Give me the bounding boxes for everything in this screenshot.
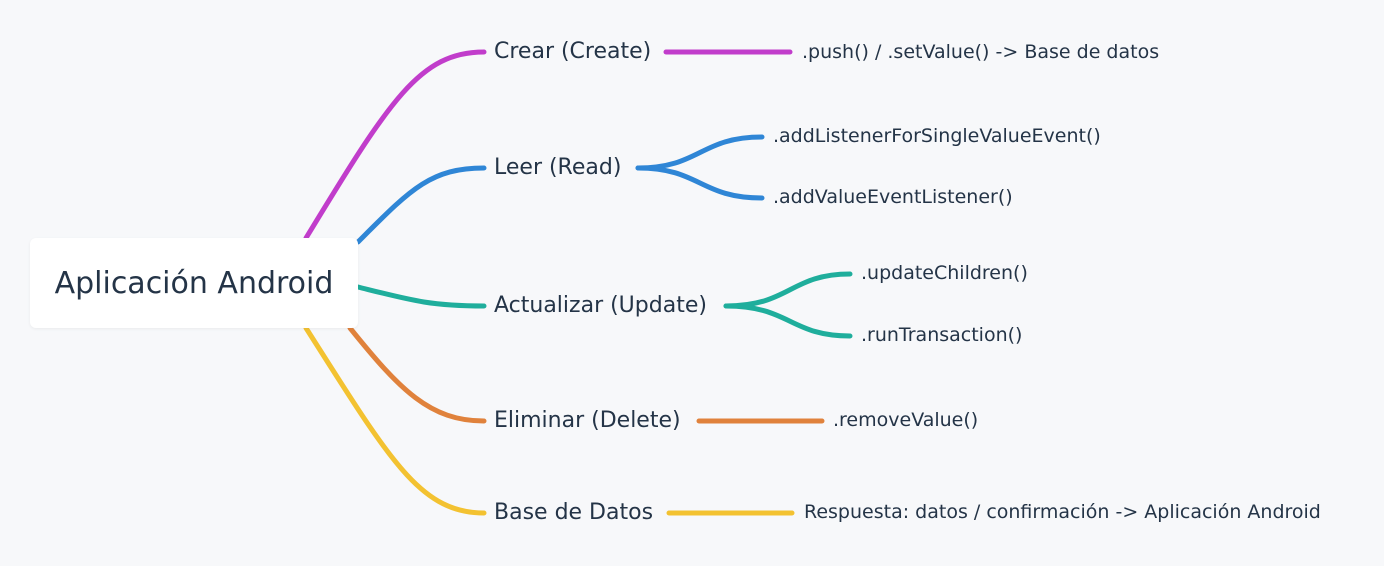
branch-read[interactable]: Leer (Read): [494, 155, 622, 180]
leaf-read-single-value[interactable]: .addListenerForSingleValueEvent(): [773, 125, 1101, 147]
leaf-database-response[interactable]: Respuesta: datos / confirmación -> Aplic…: [804, 501, 1321, 523]
leaf-update-transaction[interactable]: .runTransaction(): [861, 324, 1023, 346]
connector-update-leaf-1: [723, 271, 853, 309]
connector-update: [355, 284, 487, 309]
connector-read-leaf-1: [635, 134, 765, 171]
branch-delete[interactable]: Eliminar (Delete): [494, 408, 681, 433]
branch-create[interactable]: Crear (Create): [494, 39, 652, 64]
connector-read-leaf-2: [635, 165, 765, 201]
connector-delete: [347, 325, 487, 424]
branch-database[interactable]: Base de Datos: [494, 500, 654, 525]
root-node[interactable]: Aplicación Android: [30, 238, 358, 328]
leaf-delete-remove-value[interactable]: .removeValue(): [833, 409, 979, 431]
connector-create: [303, 49, 487, 241]
branch-update[interactable]: Actualizar (Update): [494, 293, 707, 318]
root-node-label: Aplicación Android: [54, 265, 334, 301]
connector-database: [303, 325, 487, 516]
connector-update-leaf-2: [723, 303, 853, 339]
connector-read: [355, 165, 487, 245]
leaf-create-push-setvalue[interactable]: .push() / .setValue() -> Base de datos: [802, 41, 1160, 63]
leaf-update-children[interactable]: .updateChildren(): [861, 262, 1028, 284]
leaf-read-value-listener[interactable]: .addValueEventListener(): [773, 186, 1013, 208]
